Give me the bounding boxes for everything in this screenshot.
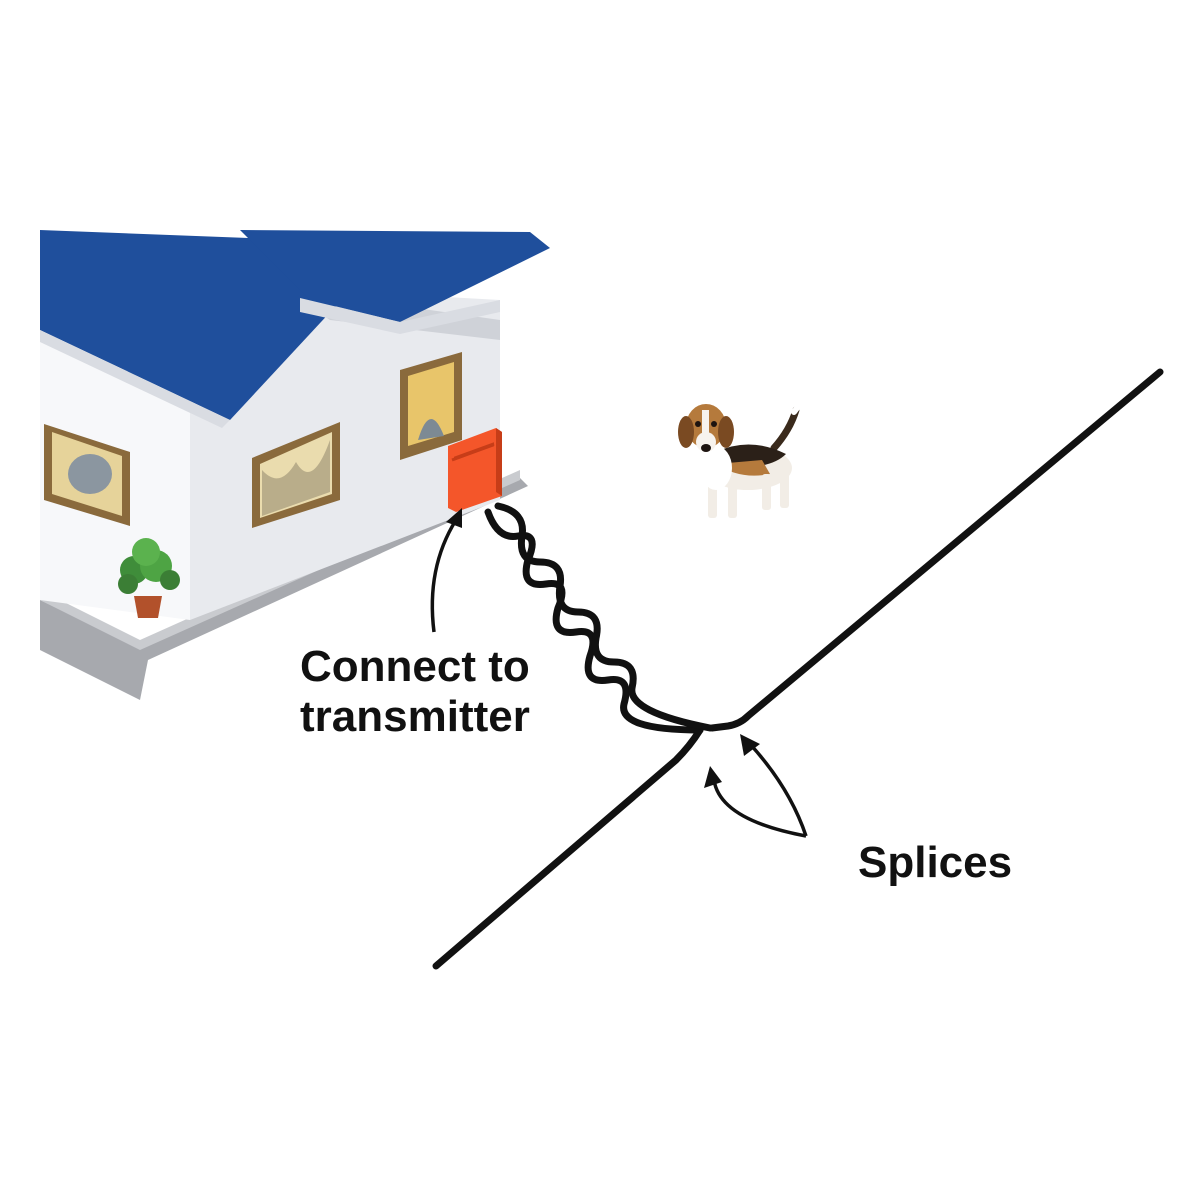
twisted-lead-wire xyxy=(484,502,714,734)
window-upper xyxy=(400,352,462,460)
splice-arrows xyxy=(704,734,808,838)
roof-trim-right xyxy=(300,298,500,334)
transmitter-arrow xyxy=(430,508,462,633)
splices-label: Splices xyxy=(858,838,1013,887)
connect-label-line1: Connect to xyxy=(300,642,530,691)
potted-plant xyxy=(118,538,180,618)
twisted-strand-a xyxy=(484,508,704,734)
transmitter-box xyxy=(448,428,502,512)
roof-left xyxy=(40,230,360,420)
house xyxy=(40,230,550,700)
roof-right xyxy=(240,230,550,322)
beagle-dog xyxy=(678,401,803,518)
wire-lower-run xyxy=(432,726,704,970)
window-left xyxy=(44,424,130,526)
window-middle xyxy=(252,422,340,528)
connect-transmitter-label: Connect to transmitter xyxy=(300,642,530,742)
boundary-wire xyxy=(432,368,1164,970)
connect-label-line2: transmitter xyxy=(300,692,530,741)
twisted-strand-b xyxy=(494,502,714,732)
wire-upper-run xyxy=(708,368,1164,732)
roof-trim xyxy=(40,330,230,428)
